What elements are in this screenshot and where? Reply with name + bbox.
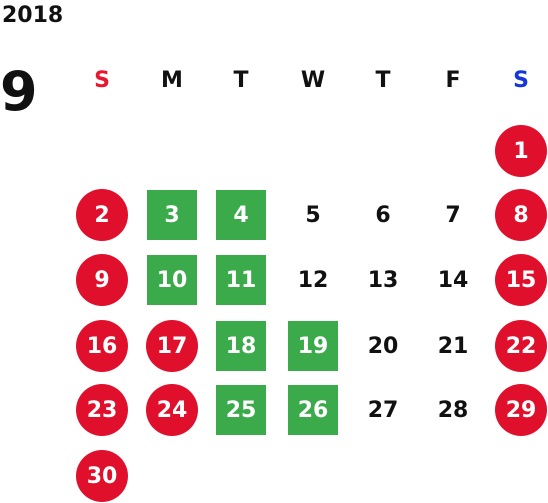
weekday-label-5: F	[445, 68, 461, 93]
day-3[interactable]: 3	[147, 190, 197, 240]
day-9[interactable]: 9	[76, 254, 128, 306]
day-12[interactable]: 12	[297, 267, 329, 293]
day-7[interactable]: 7	[445, 202, 461, 228]
day-11[interactable]: 11	[216, 255, 266, 305]
day-27[interactable]: 27	[367, 397, 399, 423]
day-2[interactable]: 2	[76, 189, 128, 241]
day-6[interactable]: 6	[375, 202, 391, 228]
weekday-label-6: S	[513, 68, 529, 93]
day-23[interactable]: 23	[76, 384, 128, 436]
day-28[interactable]: 28	[437, 397, 469, 423]
day-30[interactable]: 30	[76, 450, 128, 502]
weekday-label-1: M	[161, 68, 183, 93]
weekday-label-4: T	[375, 68, 391, 93]
day-20[interactable]: 20	[367, 333, 399, 359]
day-17[interactable]: 17	[146, 320, 198, 372]
day-18[interactable]: 18	[216, 321, 266, 371]
day-21[interactable]: 21	[437, 333, 469, 359]
day-5[interactable]: 5	[305, 202, 321, 228]
day-8[interactable]: 8	[495, 189, 547, 241]
day-29[interactable]: 29	[495, 384, 547, 436]
day-22[interactable]: 22	[495, 320, 547, 372]
day-19[interactable]: 19	[288, 321, 338, 371]
day-15[interactable]: 15	[495, 254, 547, 306]
day-24[interactable]: 24	[146, 384, 198, 436]
day-16[interactable]: 16	[76, 320, 128, 372]
day-14[interactable]: 14	[437, 267, 469, 293]
weekday-label-3: W	[300, 68, 326, 93]
weekday-label-2: T	[233, 68, 249, 93]
day-26[interactable]: 26	[288, 385, 338, 435]
month-number: 9	[0, 60, 38, 123]
day-1[interactable]: 1	[495, 125, 547, 177]
day-13[interactable]: 13	[367, 267, 399, 293]
day-10[interactable]: 10	[147, 255, 197, 305]
weekday-label-0: S	[94, 68, 110, 93]
day-25[interactable]: 25	[216, 385, 266, 435]
year-label: 2018	[2, 3, 64, 28]
day-4[interactable]: 4	[216, 190, 266, 240]
